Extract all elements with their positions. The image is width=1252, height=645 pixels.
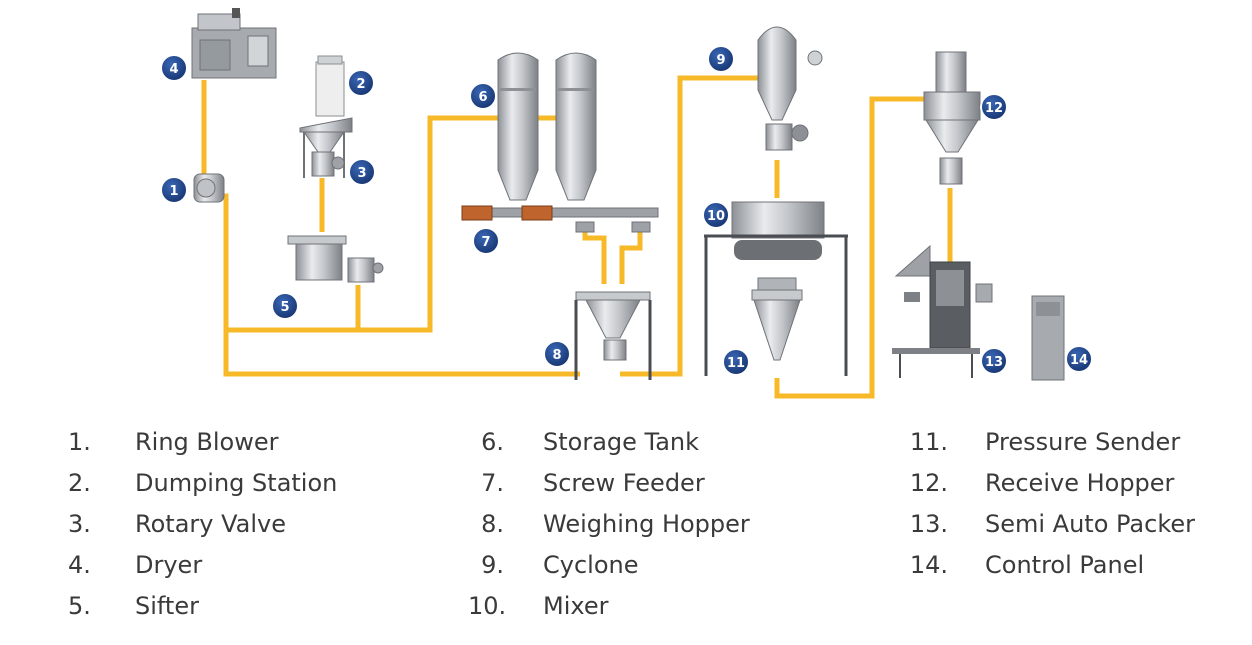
legend-label: Control Panel — [985, 551, 1145, 579]
diagram-badges: 1 2 3 4 5 6 7 8 9 10 11 12 13 14 — [160, 45, 1093, 376]
pipe-blower-main — [223, 193, 580, 377]
cyclone-machine — [757, 26, 823, 151]
legend-number: 9. — [481, 551, 504, 579]
svg-text:11: 11 — [727, 356, 745, 371]
mixer-machine — [704, 201, 848, 376]
svg-text:6: 6 — [478, 90, 487, 105]
legend-label: Semi Auto Packer — [985, 510, 1195, 538]
legend-number: 10. — [468, 592, 507, 620]
svg-text:7: 7 — [481, 235, 490, 250]
svg-text:13: 13 — [985, 355, 1003, 370]
svg-text:8: 8 — [552, 348, 561, 363]
badge-8: 8 — [543, 340, 571, 368]
svg-text:2: 2 — [356, 77, 365, 92]
legend-label: Pressure Sender — [985, 428, 1181, 456]
badge-3: 3 — [348, 158, 376, 186]
svg-text:12: 12 — [985, 101, 1003, 116]
dumping-station-machine — [299, 55, 353, 178]
legend-number: 5. — [68, 592, 91, 620]
legend-label: Dumping Station — [135, 469, 338, 497]
badge-14: 14 — [1065, 345, 1093, 373]
svg-text:1: 1 — [169, 184, 178, 199]
badge-9: 9 — [707, 45, 735, 73]
svg-text:10: 10 — [707, 209, 725, 224]
pipe-feeder-weigh-left — [582, 228, 607, 284]
badge-6: 6 — [469, 82, 497, 110]
receive-hopper-machine — [923, 51, 981, 185]
legend-label: Dryer — [135, 551, 203, 579]
pressure-sender-machine — [751, 277, 803, 361]
sifter-machine — [287, 235, 384, 283]
svg-text:5: 5 — [280, 300, 289, 315]
weighing-hopper-machine — [574, 291, 652, 380]
badge-11: 11 — [722, 348, 750, 376]
legend-label: Sifter — [135, 592, 199, 620]
legend-label: Storage Tank — [543, 428, 700, 456]
badge-4: 4 — [160, 54, 188, 82]
legend-number: 13. — [909, 510, 948, 538]
screw-feeder-machine — [461, 205, 659, 233]
legend-label: Mixer — [543, 592, 609, 620]
legend-number: 2. — [68, 469, 91, 497]
legend-number: 12. — [909, 469, 948, 497]
badge-5: 5 — [271, 292, 299, 320]
legend-number: 3. — [68, 510, 91, 538]
pipe-feeder-weigh-right — [619, 228, 643, 284]
legend-label: Weighing Hopper — [543, 510, 750, 538]
storage-tank-machine — [497, 52, 597, 201]
svg-text:3: 3 — [357, 166, 366, 181]
legend-number: 7. — [481, 469, 504, 497]
legend-number: 8. — [481, 510, 504, 538]
semi-auto-packer-machine — [892, 244, 993, 378]
legend-number: 14. — [909, 551, 948, 579]
ring-blower-machine — [193, 173, 225, 203]
pipe-sender-receive — [774, 96, 930, 399]
badge-12: 12 — [980, 93, 1008, 121]
legend-label: Screw Feeder — [543, 469, 705, 497]
badge-13: 13 — [980, 347, 1008, 375]
dryer-machine — [191, 8, 277, 79]
legend-number: 6. — [481, 428, 504, 456]
svg-text:14: 14 — [1070, 353, 1088, 368]
badge-2: 2 — [347, 69, 375, 97]
badge-7: 7 — [472, 227, 500, 255]
legend-number: 4. — [68, 551, 91, 579]
control-panel-machine — [1031, 295, 1065, 381]
legend-label: Rotary Valve — [135, 510, 286, 538]
legend-label: Cyclone — [543, 551, 639, 579]
svg-text:4: 4 — [169, 62, 178, 77]
badge-1: 1 — [160, 176, 188, 204]
process-flow-diagram: 1 2 3 4 5 6 7 8 9 10 11 12 13 14 — [160, 8, 1093, 399]
svg-text:9: 9 — [716, 53, 725, 68]
pipe-loop-storage — [226, 115, 498, 333]
legend-label: Receive Hopper — [985, 469, 1175, 497]
rotary-valve-machine — [311, 151, 345, 177]
badge-10: 10 — [702, 201, 730, 229]
legend-number: 11. — [909, 428, 948, 456]
legend-number: 1. — [68, 428, 91, 456]
legend-label: Ring Blower — [135, 428, 279, 456]
